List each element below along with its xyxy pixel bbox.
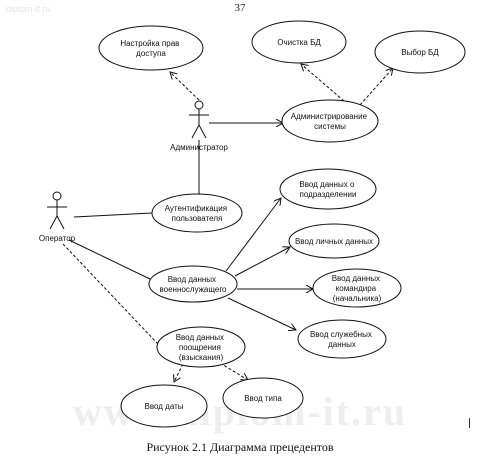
operator-label: Оператор — [39, 234, 76, 243]
soldier-data-label: Ввод данных военнослужащего — [159, 275, 227, 294]
administration-use-case — [281, 99, 379, 143]
service-data-label: Ввод служебных данных — [310, 330, 374, 349]
service-data-use-case — [297, 319, 387, 359]
command-data-use-case — [312, 268, 402, 308]
unit-data-label: Ввод данных о подразделении — [299, 180, 356, 199]
type-input-use-case — [222, 377, 304, 419]
authentication-use-case — [151, 193, 243, 233]
date-input-use-case — [120, 384, 208, 428]
admin-actor — [189, 100, 209, 139]
clear-db-use-case — [251, 20, 347, 64]
soldier-to-unit-data-line — [225, 198, 281, 272]
soldier-to-personal-data-line — [234, 247, 290, 277]
access-settings-label: Настройка прав доступа — [120, 39, 181, 58]
reward-data-use-case — [156, 326, 246, 368]
select-db-label: Выбор БД — [401, 48, 439, 57]
admin-label: Администратор — [170, 143, 228, 152]
soldier-to-service-data-line — [227, 297, 296, 330]
operator-to-soldier-data-line — [68, 239, 151, 280]
administration-to-clear-db-line — [301, 64, 345, 102]
reward-to-date-line — [174, 363, 184, 382]
reward-data-label: Ввод данных поощрения (взыскания) — [176, 333, 227, 362]
soldier-data-use-case — [148, 265, 238, 303]
reward-to-type-line — [219, 362, 248, 380]
administration-label: Администрирование системы — [291, 112, 370, 131]
personal-data-label: Ввод личных данных — [295, 237, 373, 246]
operator-actor — [47, 191, 67, 230]
watermark-small: diplom-it.ru — [6, 4, 51, 14]
use-case-diagram: Администратор Оператор Настройка прав до… — [39, 20, 466, 428]
admin-to-access-settings-line — [170, 72, 200, 101]
page-number: 37 — [234, 2, 246, 14]
operator-to-authentication-line — [73, 212, 153, 218]
text-cursor — [469, 418, 470, 428]
operator-to-reward-data-line — [62, 243, 159, 345]
command-data-label: Ввод данных командира (начальника) — [332, 274, 383, 303]
type-input-label: Ввод типа — [244, 394, 282, 403]
administration-to-select-db-line — [359, 68, 393, 106]
access-settings-use-case — [98, 25, 204, 71]
unit-data-use-case — [279, 168, 377, 210]
figure-caption: Рисунок 2.1 Диаграмма прецедентов — [146, 440, 334, 454]
connection-lines — [62, 64, 393, 382]
clear-db-label: Очистка БД — [277, 38, 321, 47]
select-db-use-case — [374, 30, 466, 74]
date-input-label: Ввод даты — [144, 402, 183, 411]
authentication-label: Аутентификация пользователя — [165, 204, 230, 223]
personal-data-use-case — [288, 223, 380, 259]
